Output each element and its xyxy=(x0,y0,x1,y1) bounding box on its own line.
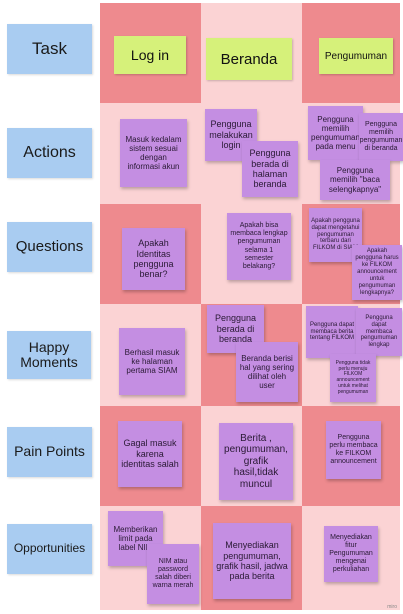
sticky-note: Pengguna memilih pengumuman di beranda xyxy=(359,113,403,161)
sticky-note: Apakah pengguna harus ke FILKOM announce… xyxy=(352,245,402,300)
sticky-note: Apakah bisa membaca lengkap pengumuman s… xyxy=(227,213,291,280)
sticky-note: Menyediakan fitur Pengumuman mengenai pe… xyxy=(324,526,378,582)
row-label-task: Task xyxy=(7,24,92,74)
sticky-note: Beranda berisi hal yang sering dilihat o… xyxy=(236,342,298,402)
row-label-actions: Actions xyxy=(7,128,92,178)
row-label-happy-moments: Happy Moments xyxy=(7,331,91,379)
sticky-note: Menyediakan pengumuman, grafik hasil, ja… xyxy=(213,523,291,599)
task-note-pengumuman: Pengumuman xyxy=(319,38,393,74)
task-note-beranda: Beranda xyxy=(206,38,292,80)
row-label-opportunities: Opportunities xyxy=(7,524,92,574)
sticky-note: Pengguna dapat membaca berita tentang FI… xyxy=(306,306,358,358)
sticky-note: Berita , pengumuman, grafik hasil,tidak … xyxy=(219,423,293,500)
sticky-note: NIM atau password salah diberi warna mer… xyxy=(147,544,199,604)
row-label-pain-points: Pain Points xyxy=(7,427,92,477)
sticky-note: Gagal masuk karena identitas salah xyxy=(118,421,182,487)
task-note-login: Log in xyxy=(114,36,186,74)
sticky-note: Apakah Identitas pengguna benar? xyxy=(122,228,185,290)
row-label-questions: Questions xyxy=(7,222,92,272)
sticky-note: Masuk kedalam sistem sesuai dengan infor… xyxy=(120,119,187,187)
sticky-note: Pengguna tidak perlu menuju FILKOM annou… xyxy=(330,354,376,402)
board-watermark: miro xyxy=(387,604,397,610)
sticky-note: Pengguna memilih pengumuman pada menu xyxy=(308,106,363,160)
sticky-note: Pengguna perlu membaca ke FILKOM announc… xyxy=(326,421,381,479)
sticky-note: Pengguna dapat membaca pengumuman lengka… xyxy=(356,308,402,356)
sticky-note: Berhasil masuk ke halaman pertama SIAM xyxy=(119,328,185,395)
sticky-note: Apakah pengguna dapat mengetahui pengumu… xyxy=(309,208,362,262)
sticky-note: Pengguna berada di halaman beranda xyxy=(242,141,298,197)
sticky-note: Pengguna memilih "baca selengkapnya" xyxy=(320,160,390,200)
